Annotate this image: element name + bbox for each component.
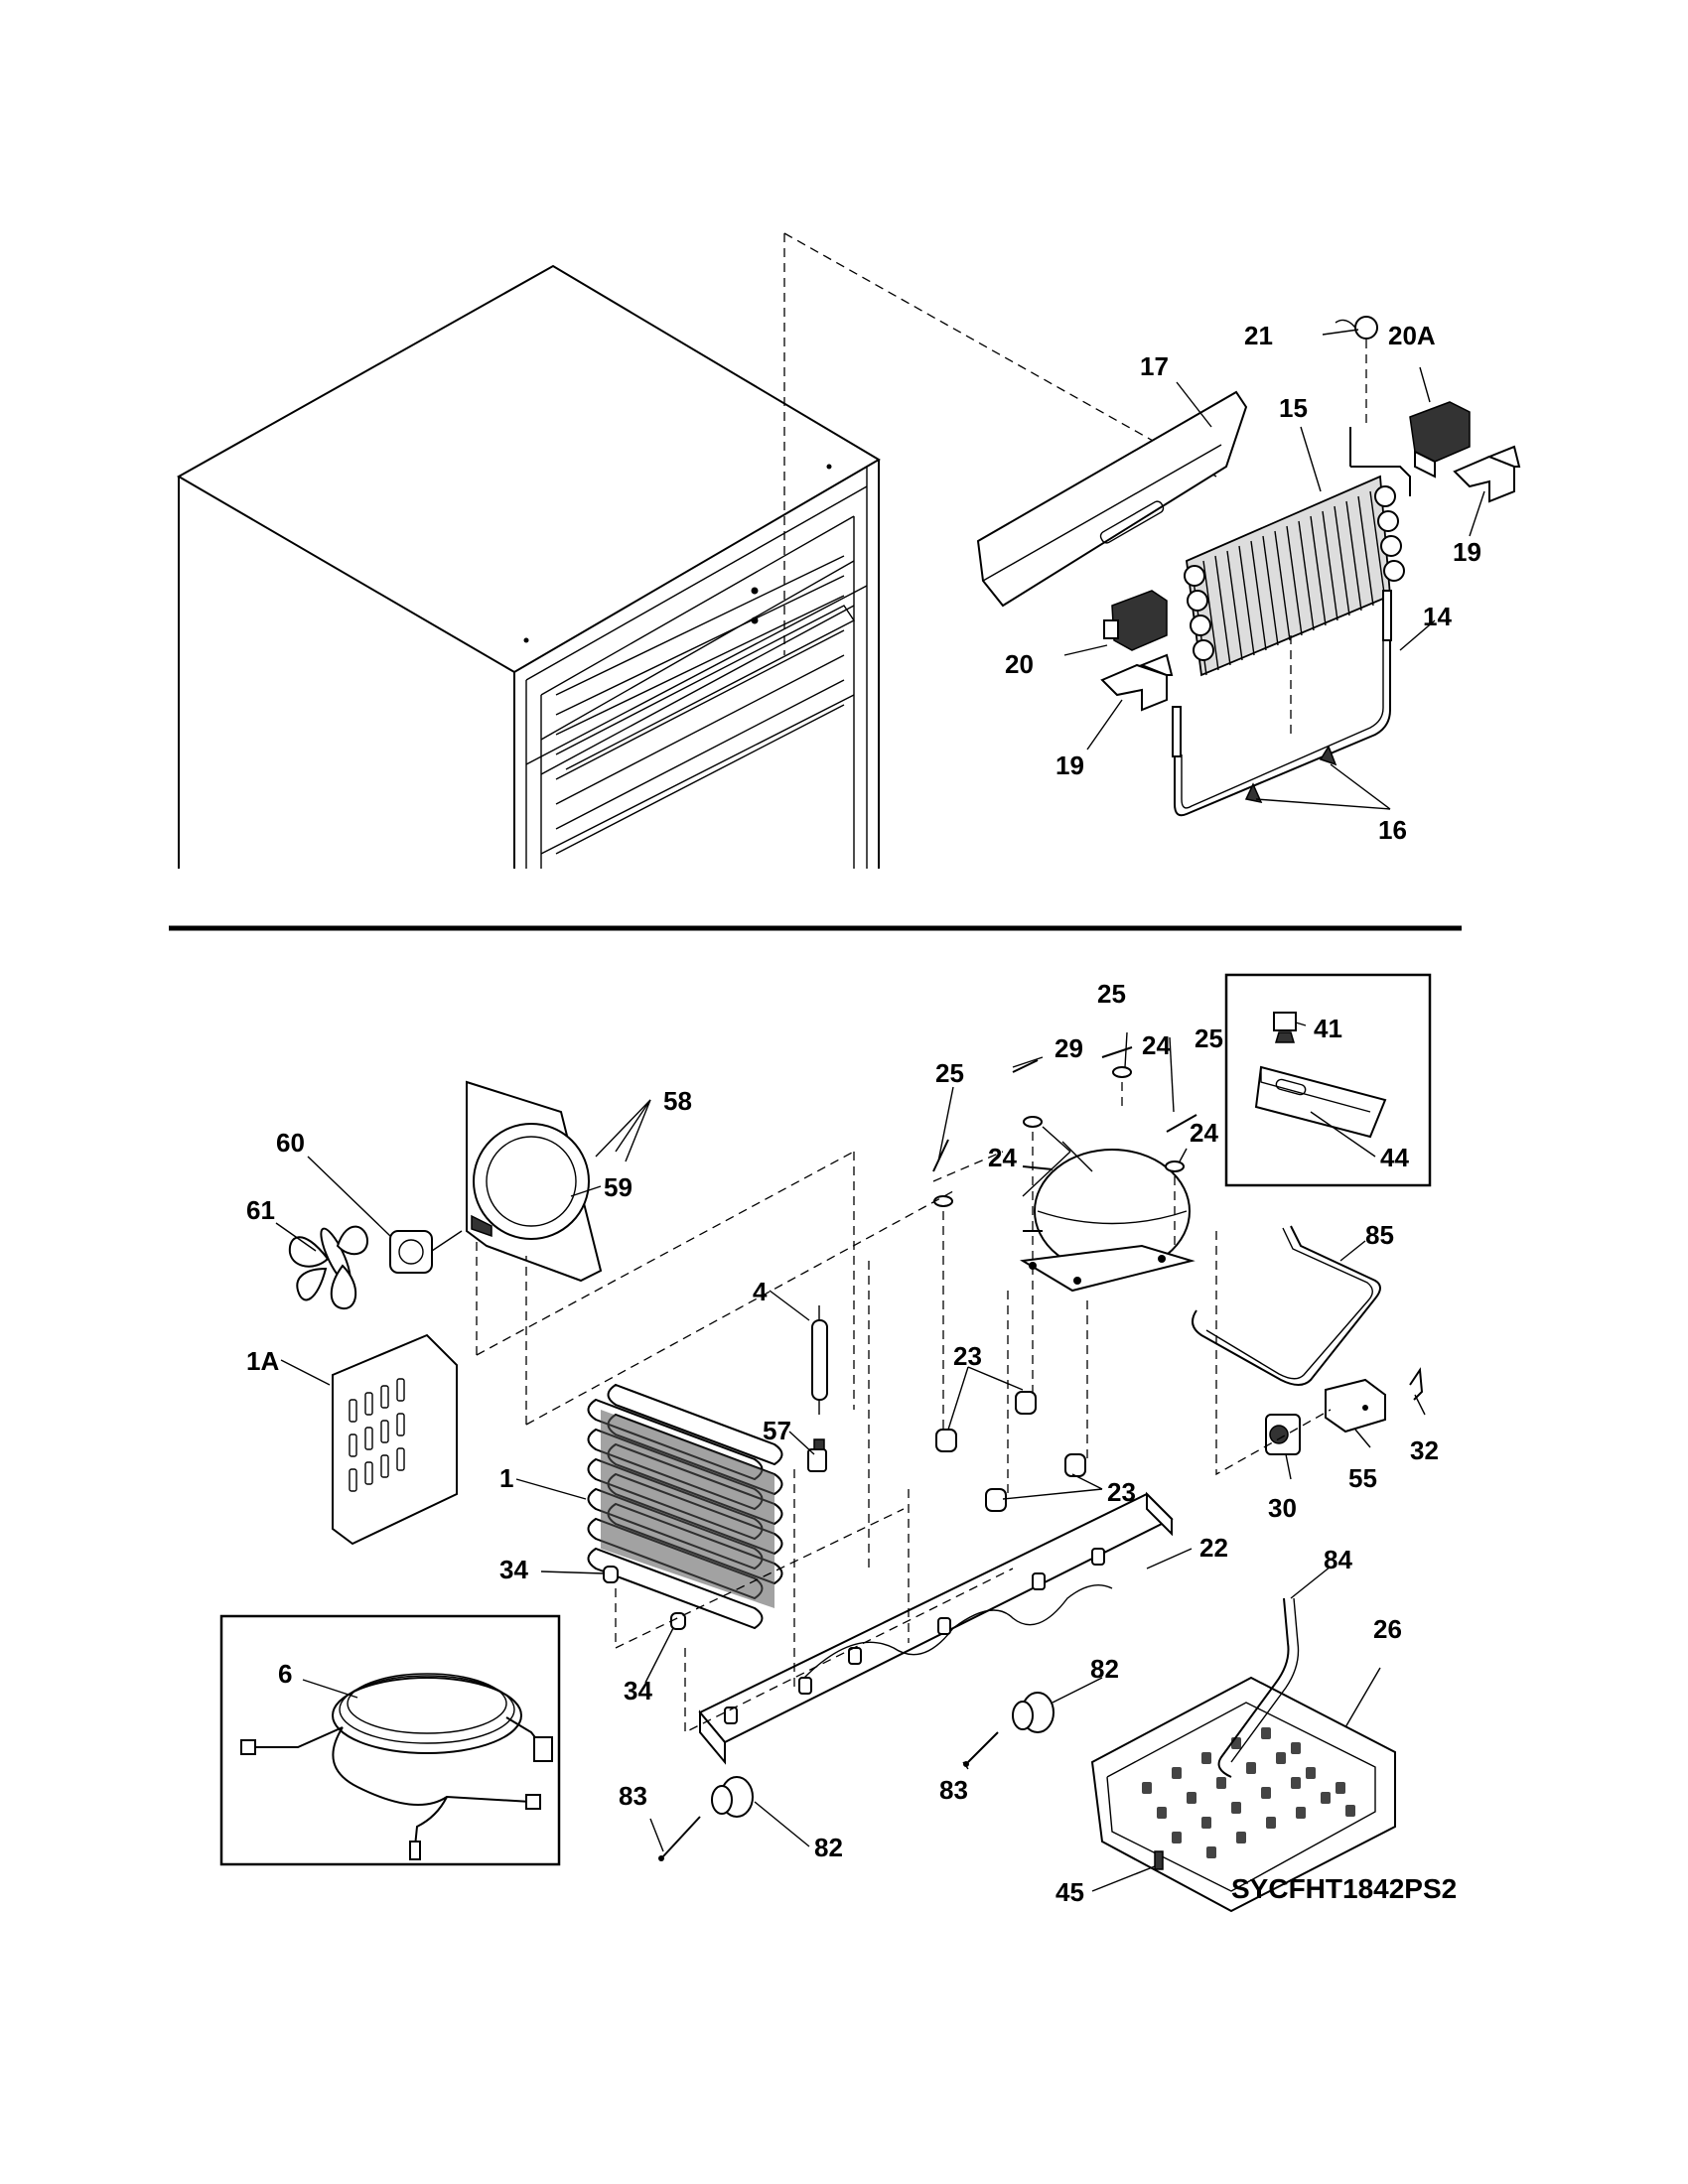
inset-mounting-bracket (1224, 973, 1432, 1187)
axle-left (658, 1816, 701, 1861)
drain-tube (1192, 1225, 1381, 1386)
callout-59: 59 (604, 1172, 633, 1202)
callout-4: 4 (753, 1277, 768, 1306)
callout-44: 44 (1380, 1143, 1409, 1172)
callout-16: 16 (1378, 815, 1407, 845)
callout-19-right: 19 (1453, 537, 1481, 567)
callout-55: 55 (1348, 1463, 1377, 1493)
fan-cover-panel (332, 1333, 458, 1546)
callout-83-a: 83 (619, 1781, 647, 1811)
callout-24-a: 24 (1142, 1030, 1171, 1060)
top-leader-lines (1063, 329, 1485, 810)
callout-20a: 20A (1388, 321, 1436, 350)
callout-34-a: 34 (499, 1555, 528, 1584)
callout-19-left: 19 (1055, 751, 1084, 780)
callout-25-b: 25 (1097, 979, 1126, 1009)
compressor-grommets (935, 1391, 1086, 1512)
relay-cover-clip (1409, 1367, 1424, 1401)
tubing-clip (807, 1438, 827, 1472)
callout-29: 29 (1055, 1033, 1083, 1063)
refrigerator-cabinet (176, 264, 881, 869)
callout-1a: 1A (246, 1346, 279, 1376)
roller-right (1012, 1692, 1055, 1733)
callout-60: 60 (276, 1128, 305, 1158)
condenser-fan-motor (389, 1230, 463, 1274)
evaporator-bracket-right (1453, 445, 1521, 503)
inset-power-cord (219, 1614, 561, 1866)
defrost-limiter (1335, 316, 1378, 340)
callout-22: 22 (1199, 1533, 1228, 1563)
condenser-fan-blade (288, 1225, 369, 1310)
callout-84: 84 (1324, 1545, 1352, 1574)
callout-25-a: 25 (935, 1058, 964, 1088)
drain-pan-screw (1154, 1850, 1164, 1870)
callout-24-b: 24 (988, 1143, 1017, 1172)
callout-34-b: 34 (624, 1676, 652, 1706)
callout-82-b: 82 (814, 1833, 843, 1862)
callout-57: 57 (763, 1416, 791, 1445)
callout-45: 45 (1055, 1877, 1084, 1907)
callout-20: 20 (1005, 649, 1034, 679)
callout-1: 1 (499, 1463, 513, 1493)
evaporator-drain-trough (976, 390, 1248, 608)
mounting-washers (933, 1066, 1185, 1207)
evaporator-support-right (1409, 401, 1471, 478)
callout-30: 30 (1268, 1493, 1297, 1523)
bottom-leader-lines (275, 1022, 1426, 1892)
overload-protector (1265, 1414, 1301, 1455)
defrost-heater (1172, 590, 1392, 817)
callout-58: 58 (663, 1086, 692, 1116)
callout-85: 85 (1365, 1220, 1394, 1250)
assembly-dash-lines (476, 1082, 1332, 1734)
callout-82-a: 82 (1090, 1654, 1119, 1684)
callout-41: 41 (1314, 1014, 1342, 1043)
filter-dryer (811, 1305, 828, 1415)
defrost-drain-pan (1090, 1676, 1396, 1913)
callout-15: 15 (1279, 393, 1308, 423)
condenser-coil (587, 1383, 783, 1630)
evaporator-bracket-left (1100, 653, 1174, 712)
compressor (1020, 1149, 1196, 1293)
callout-6: 6 (278, 1659, 292, 1689)
callout-24-c: 24 (1190, 1118, 1218, 1148)
roller-left (711, 1776, 754, 1818)
drain-pan-tube (1217, 1597, 1300, 1778)
callout-labels: 21 20A 17 15 19 14 20 19 16 25 25 25 24 … (246, 321, 1481, 1907)
mounting-clips (932, 1046, 1197, 1172)
axle-right (963, 1731, 999, 1767)
callout-23-b: 23 (1107, 1477, 1136, 1507)
callout-25-c: 25 (1195, 1024, 1223, 1053)
compressor-base-pan (698, 1491, 1174, 1765)
evaporator-support-left (1103, 590, 1168, 651)
callout-83-b: 83 (939, 1775, 968, 1805)
callout-14: 14 (1423, 602, 1452, 631)
heater-clips (1244, 745, 1337, 804)
spacer-upper (603, 1566, 619, 1583)
callout-32: 32 (1410, 1435, 1439, 1465)
callout-23-a: 23 (953, 1341, 982, 1371)
start-relay (1325, 1378, 1386, 1433)
callout-61: 61 (246, 1195, 275, 1225)
cabinet-shelves (555, 555, 856, 855)
reference-code: SYCFHT1842PS2 (1231, 1873, 1457, 1904)
condenser-fan-shroud (466, 1080, 603, 1283)
callout-17: 17 (1140, 351, 1169, 381)
callout-26: 26 (1373, 1614, 1402, 1644)
callout-21: 21 (1244, 321, 1273, 350)
